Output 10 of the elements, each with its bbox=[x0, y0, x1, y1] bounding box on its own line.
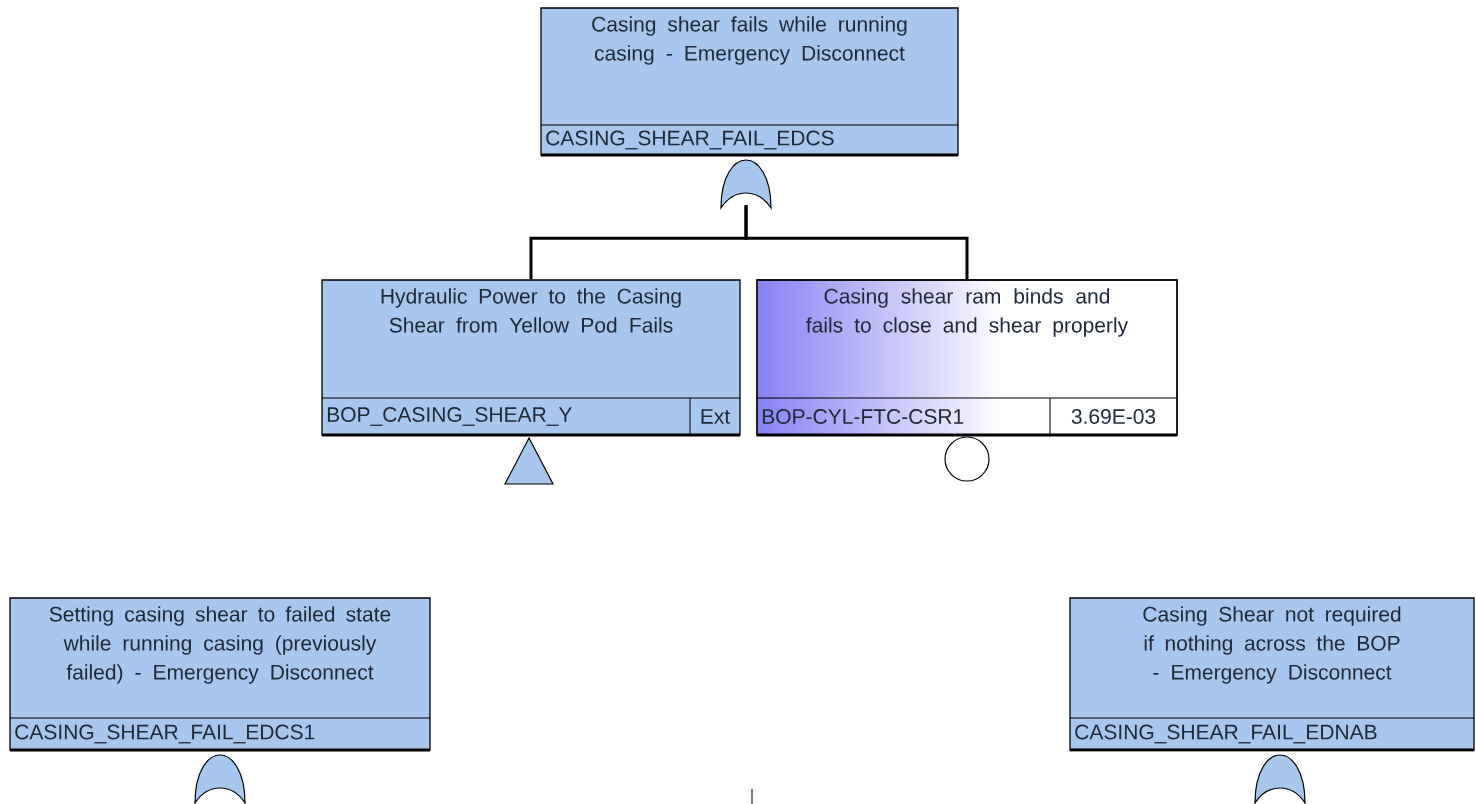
event-box: Casing Shear not required if nothing across the BOP - Emergency Disconnect CASING_SHEAR_FAIL_EDNAB bbox=[1069, 597, 1475, 752]
connector-line bbox=[744, 205, 969, 280]
or-gate bbox=[1254, 754, 1306, 804]
basic-event-circle bbox=[944, 436, 990, 482]
event-box: Hydraulic Power to the Casing Shear from Yellow Pod Fails BOP_CASING_SHEAR_Y Ext bbox=[321, 279, 741, 437]
event-box: Setting casing shear to failed state while running casing (previously failed) - Emergency Disconnect CASING_SHEAR_FAIL_EDCS1 bbox=[9, 597, 431, 752]
or-gate bbox=[194, 754, 246, 804]
or-gate bbox=[720, 159, 772, 209]
event-box: Casing shear fails while running casing - Emergency Disconnect CASING_SHEAR_FAIL_EDCS bbox=[540, 7, 959, 157]
event-box: Casing shear ram binds and fails to close and shear properly BOP-CYL-FTC-CSR1 3.69E-03 bbox=[756, 279, 1178, 437]
